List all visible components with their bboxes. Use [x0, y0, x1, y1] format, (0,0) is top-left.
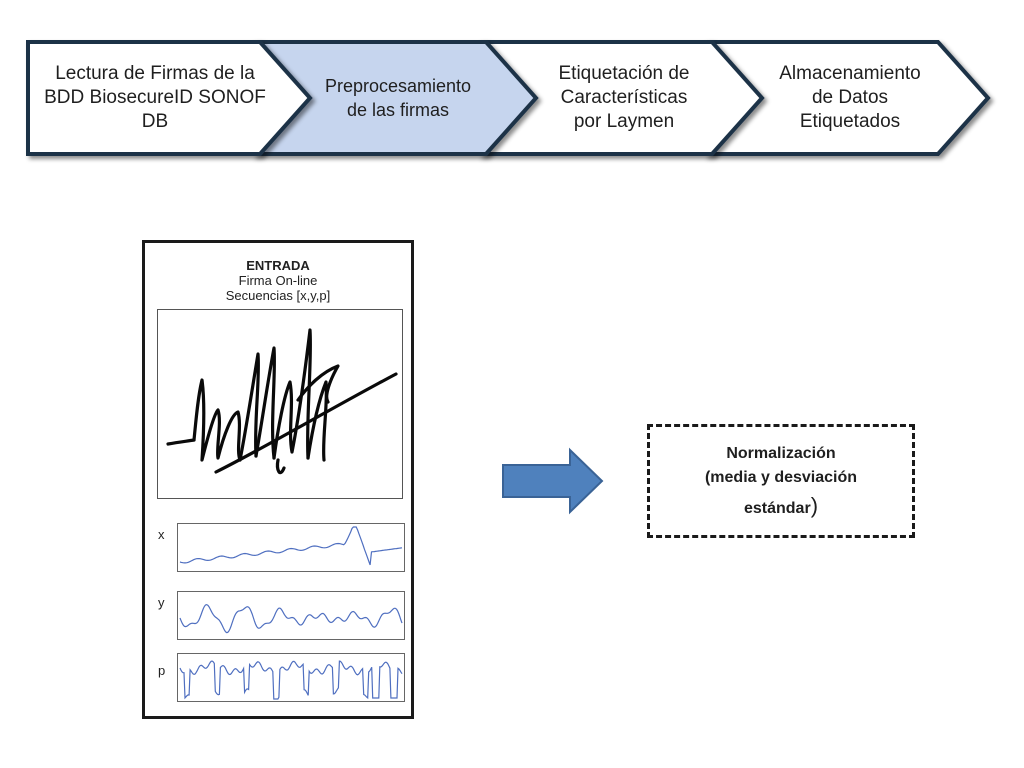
sequence-label-p: p	[158, 663, 166, 678]
sequence-label-x: x	[158, 527, 165, 542]
step-line: BDD BiosecureID SONOF	[44, 87, 266, 108]
pipeline-step-read-signatures: Lectura de Firmas de la BDD BiosecureID …	[36, 48, 274, 148]
sequence-y-line	[179, 603, 403, 634]
normalization-title: Normalización	[726, 444, 836, 462]
step-line: Etiquetación de	[558, 63, 690, 84]
sequence-plot-p	[177, 653, 405, 702]
step-line: Características	[560, 87, 688, 108]
process-pipeline	[26, 40, 991, 156]
normalization-detail-word: estándar	[743, 499, 811, 517]
step-line: Preprocesamiento	[324, 76, 472, 96]
pipeline-step-preprocessing: Preprocesamiento de las firmas	[300, 48, 496, 148]
normalization-step: Normalización (media y desviación estánd…	[647, 424, 915, 538]
sequence-plot-y	[177, 591, 405, 640]
panel-subtitle: Firma On-line	[238, 273, 318, 288]
pipeline-step-labeling: Etiquetación de Características por Laym…	[526, 48, 722, 148]
normalization-close-paren: )	[810, 492, 819, 518]
step-line: por Laymen	[573, 111, 675, 132]
input-signature-panel: ENTRADA Firma On-line Secuencias [x,y,p]…	[142, 240, 414, 719]
step-line: Almacenamiento	[779, 63, 921, 84]
step-line: Lectura de Firmas de la	[55, 63, 255, 84]
sequence-p-line	[179, 660, 403, 700]
pipeline-step-storage: Almacenamiento de Datos Etiquetados	[752, 48, 948, 148]
step-shape-0	[26, 40, 313, 156]
panel-title: ENTRADA	[246, 258, 310, 273]
handwritten-signature	[166, 328, 398, 475]
sequence-plot-x	[177, 523, 405, 572]
panel-sequence-note: Secuencias [x,y,p]	[225, 288, 331, 303]
step-line: DB	[141, 111, 169, 132]
normalization-detail: (media y desviación	[704, 468, 858, 486]
signature-image	[157, 309, 403, 499]
step-line: de Datos	[811, 87, 889, 108]
flow-arrow-icon	[502, 447, 604, 515]
normalization-detail-end: estándar)	[743, 492, 819, 521]
step-line: Etiquetados	[799, 111, 901, 132]
sequence-x-line	[179, 526, 403, 566]
step-line: de las firmas	[346, 100, 450, 120]
sequence-label-y: y	[158, 595, 165, 610]
